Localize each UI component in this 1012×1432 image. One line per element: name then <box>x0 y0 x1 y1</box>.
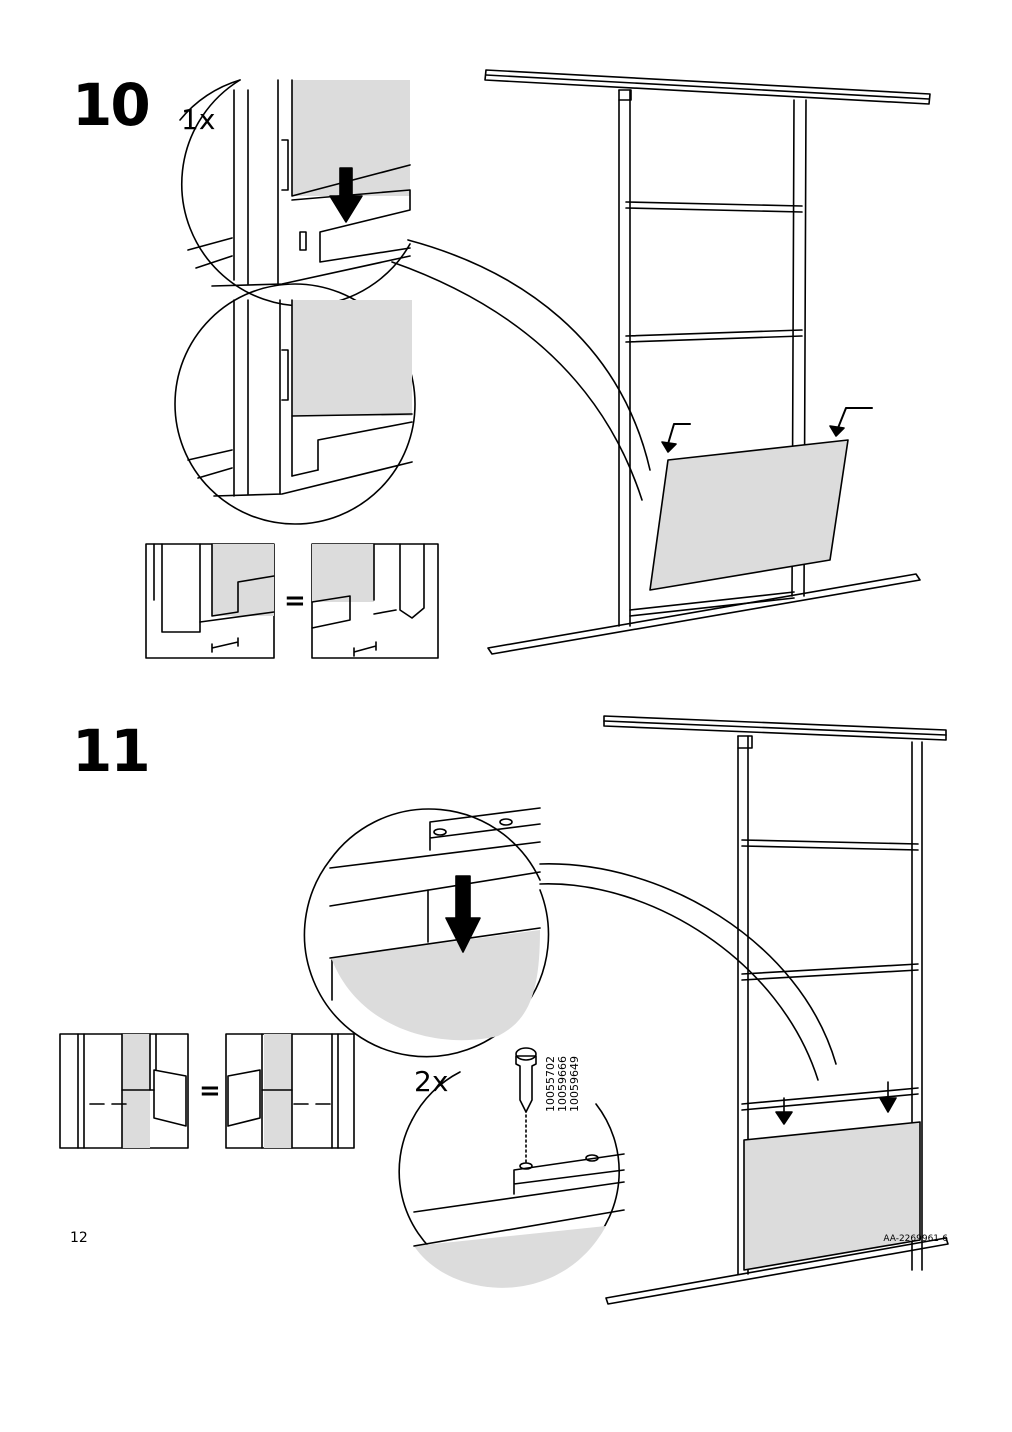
step-11-door-frame-illustration <box>539 715 949 1305</box>
page-number: 12 <box>70 1230 88 1246</box>
equals-sign-step-10: = <box>284 586 306 616</box>
step-10-number: 10 <box>72 71 151 139</box>
step-10-comparison-left <box>145 543 275 659</box>
step-11-detail-bottom <box>398 1047 625 1288</box>
step-10-detail-bottom <box>174 283 416 525</box>
step-11-number: 11 <box>72 717 151 785</box>
step-10-comparison-right <box>311 543 439 659</box>
step-11-comparison-right <box>225 1033 355 1149</box>
step-11-quantity: 2x <box>414 1065 449 1098</box>
document-code: AA-2269961-6 <box>883 1234 948 1244</box>
step-11-comparison-left <box>59 1033 189 1149</box>
step-10-door-frame-illustration <box>391 69 931 655</box>
step-11-detail-top <box>303 807 550 1058</box>
step-10-detail-top <box>179 79 411 307</box>
equals-sign-step-11: = <box>199 1076 221 1106</box>
step-10-quantity: 1x <box>181 103 216 136</box>
